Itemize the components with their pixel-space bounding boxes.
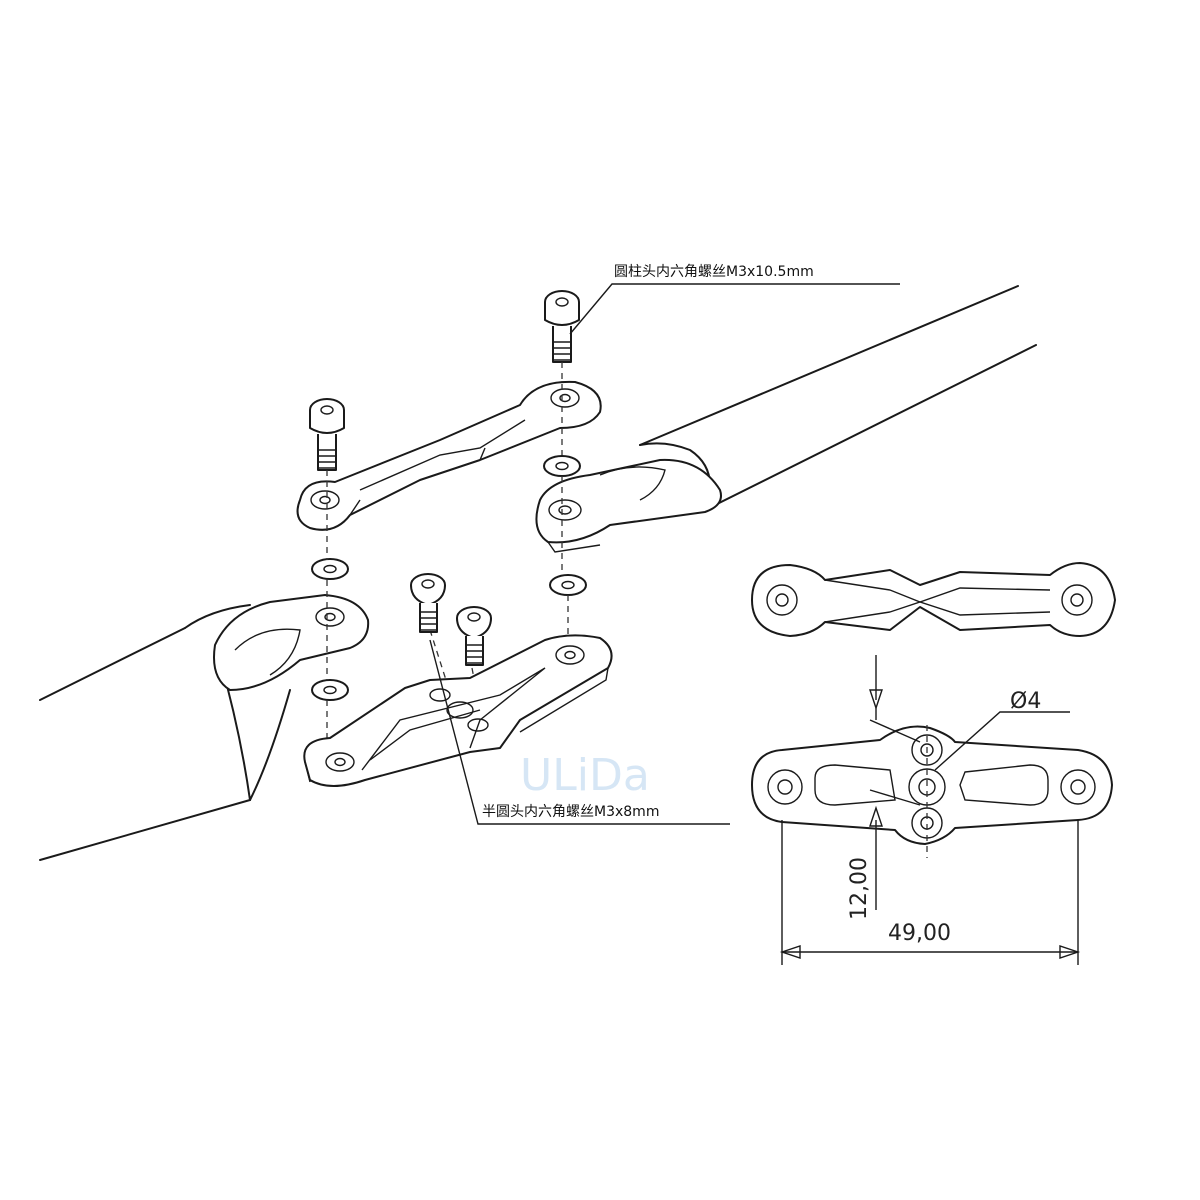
plan-view-hub-plate: [751, 725, 1113, 845]
callout-top-screw: 圆柱头内六角螺丝M3x10.5mm: [569, 264, 900, 335]
dimension-length: 49,00: [888, 921, 951, 946]
top-connecting-link: [296, 380, 602, 531]
watermark-text: ULiDa: [520, 750, 650, 801]
label-top-screw: 圆柱头内六角螺丝M3x10.5mm: [614, 264, 814, 280]
left-propeller-blade: [39, 594, 370, 861]
dimension-height: 12,00: [847, 857, 872, 920]
dimension-lines: Ø4 12,00 49,00: [779, 655, 1081, 965]
side-view-link: [751, 562, 1116, 637]
button-screw-right: [456, 606, 492, 666]
right-propeller-blade: [535, 285, 1037, 553]
callout-bottom-screw: 半圆头内六角螺丝M3x8mm: [429, 639, 730, 825]
button-screw-left: [410, 573, 446, 633]
bottom-hub-plate: [303, 634, 613, 787]
washers: [311, 455, 587, 701]
cap-screw-right: [544, 290, 580, 363]
label-bottom-screw: 半圆头内六角螺丝M3x8mm: [482, 804, 659, 820]
dimension-diameter: Ø4: [1010, 689, 1041, 714]
cap-screw-left: [309, 398, 345, 471]
